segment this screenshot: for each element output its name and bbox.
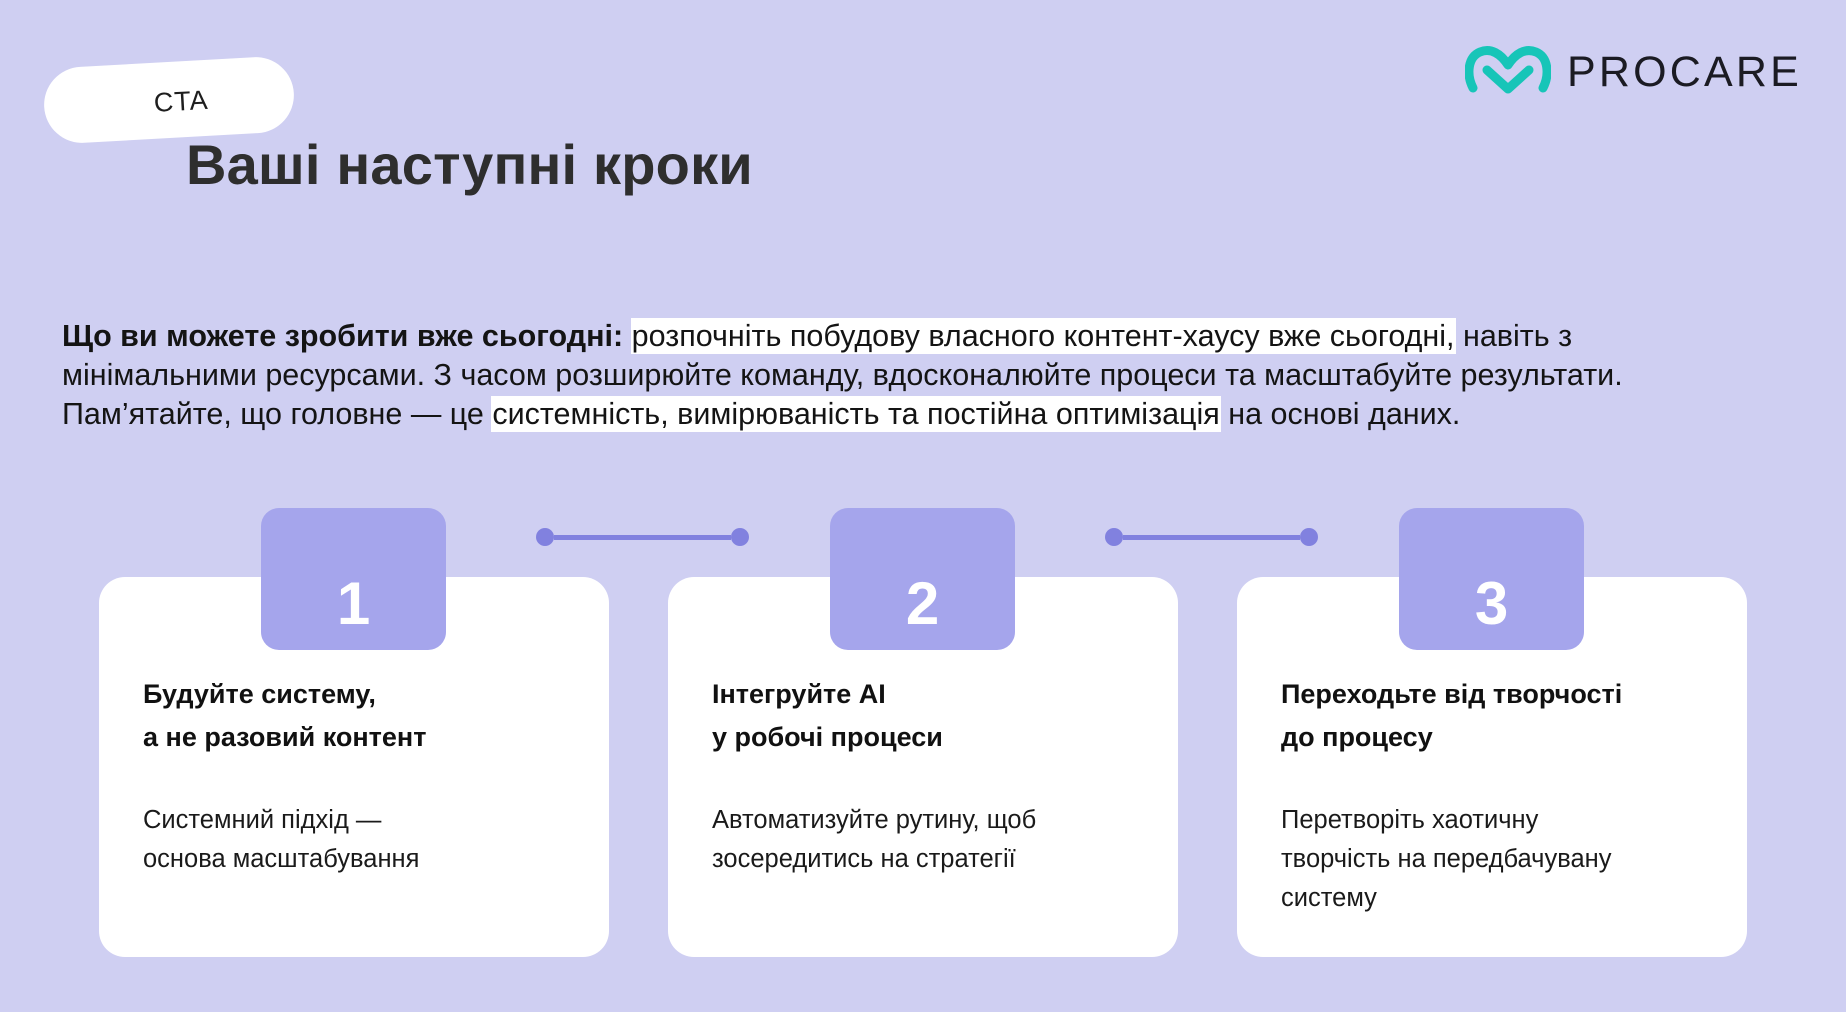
connector-dot-right xyxy=(1300,528,1318,546)
intro-segment-3: навіть з мінімальними ресурсами. З часом… xyxy=(62,318,1623,431)
intro-segment-5: на основі даних. xyxy=(1219,396,1461,431)
step-description: Системний підхід — основа масштабування xyxy=(143,806,420,873)
step-card-3[interactable]: Переходьте від творчості до процесу Пере… xyxy=(1237,577,1747,957)
connector-line xyxy=(1123,534,1300,540)
step-number-label: 1 xyxy=(336,570,371,637)
intro-paragraph: Що ви можете зробити вже сьогодні: розпо… xyxy=(62,317,1742,434)
brand-logo: PROCARE xyxy=(1464,44,1802,100)
step-title: Будуйте систему, а не разовий контент xyxy=(143,679,427,752)
intro-segment-4: системність, вимірюваність та постійна о… xyxy=(492,396,1220,431)
step-number-badge-3: 3 xyxy=(1399,508,1584,650)
step-number-badge-1: 1 xyxy=(261,508,446,650)
connector-dot-left xyxy=(1105,528,1123,546)
step-title: Інтегруйте AI у робочі процеси xyxy=(712,679,943,752)
cta-badge: CTA xyxy=(42,55,296,145)
connector-line xyxy=(554,534,731,540)
intro-segment-1 xyxy=(623,319,631,353)
step-description: Перетворіть хаотичну творчість на передб… xyxy=(1281,806,1612,912)
step-number-label: 2 xyxy=(905,570,940,637)
procare-heart-logo-icon xyxy=(1464,44,1551,100)
connector-2-3 xyxy=(1105,528,1318,546)
connector-1-2 xyxy=(536,528,749,546)
connector-dot-right xyxy=(731,528,749,546)
intro-segment-2: розпочніть побудову власного контент-хау… xyxy=(631,318,1455,353)
step-description: Автоматизуйте рутину, щоб зосередитись н… xyxy=(712,806,1037,873)
connector-dot-left xyxy=(536,528,554,546)
cta-badge-label: CTA xyxy=(153,84,210,118)
step-title: Переходьте від творчості до процесу xyxy=(1281,679,1623,752)
step-number-label: 3 xyxy=(1474,570,1509,637)
logo-wordmark: PROCARE xyxy=(1566,47,1802,96)
intro-segment-0: Що ви можете зробити вже сьогодні: xyxy=(62,318,624,353)
page-title: Ваші наступні кроки xyxy=(186,133,753,196)
step-number-badge-2: 2 xyxy=(830,508,1015,650)
